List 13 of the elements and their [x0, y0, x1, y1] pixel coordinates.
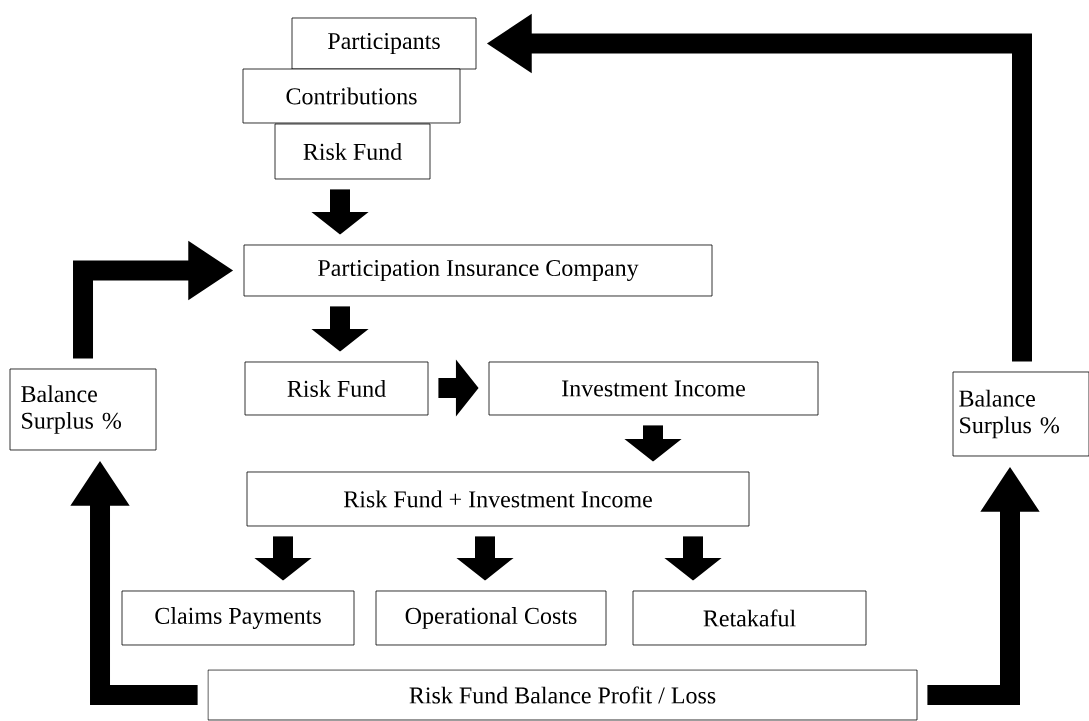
note-box: Balance Surplus % — [952, 371, 1089, 457]
process-box: Operational Costs — [375, 590, 607, 646]
process-box: Risk Fund — [274, 123, 431, 180]
process-box: Retakaful — [632, 590, 867, 646]
process-box: Contributions — [242, 68, 461, 124]
process-box: Investment Income — [488, 361, 819, 416]
process-box: Participants — [291, 17, 477, 70]
process-box: Risk Fund + Investment Income — [246, 471, 750, 527]
process-box: Participation Insurance Company — [243, 244, 713, 297]
process-box: Claims Payments — [121, 590, 355, 646]
process-box: Risk Fund — [244, 361, 429, 416]
process-box: Risk Fund Balance Profit / Loss — [207, 669, 918, 721]
note-box: Balance Surplus % — [9, 368, 157, 451]
